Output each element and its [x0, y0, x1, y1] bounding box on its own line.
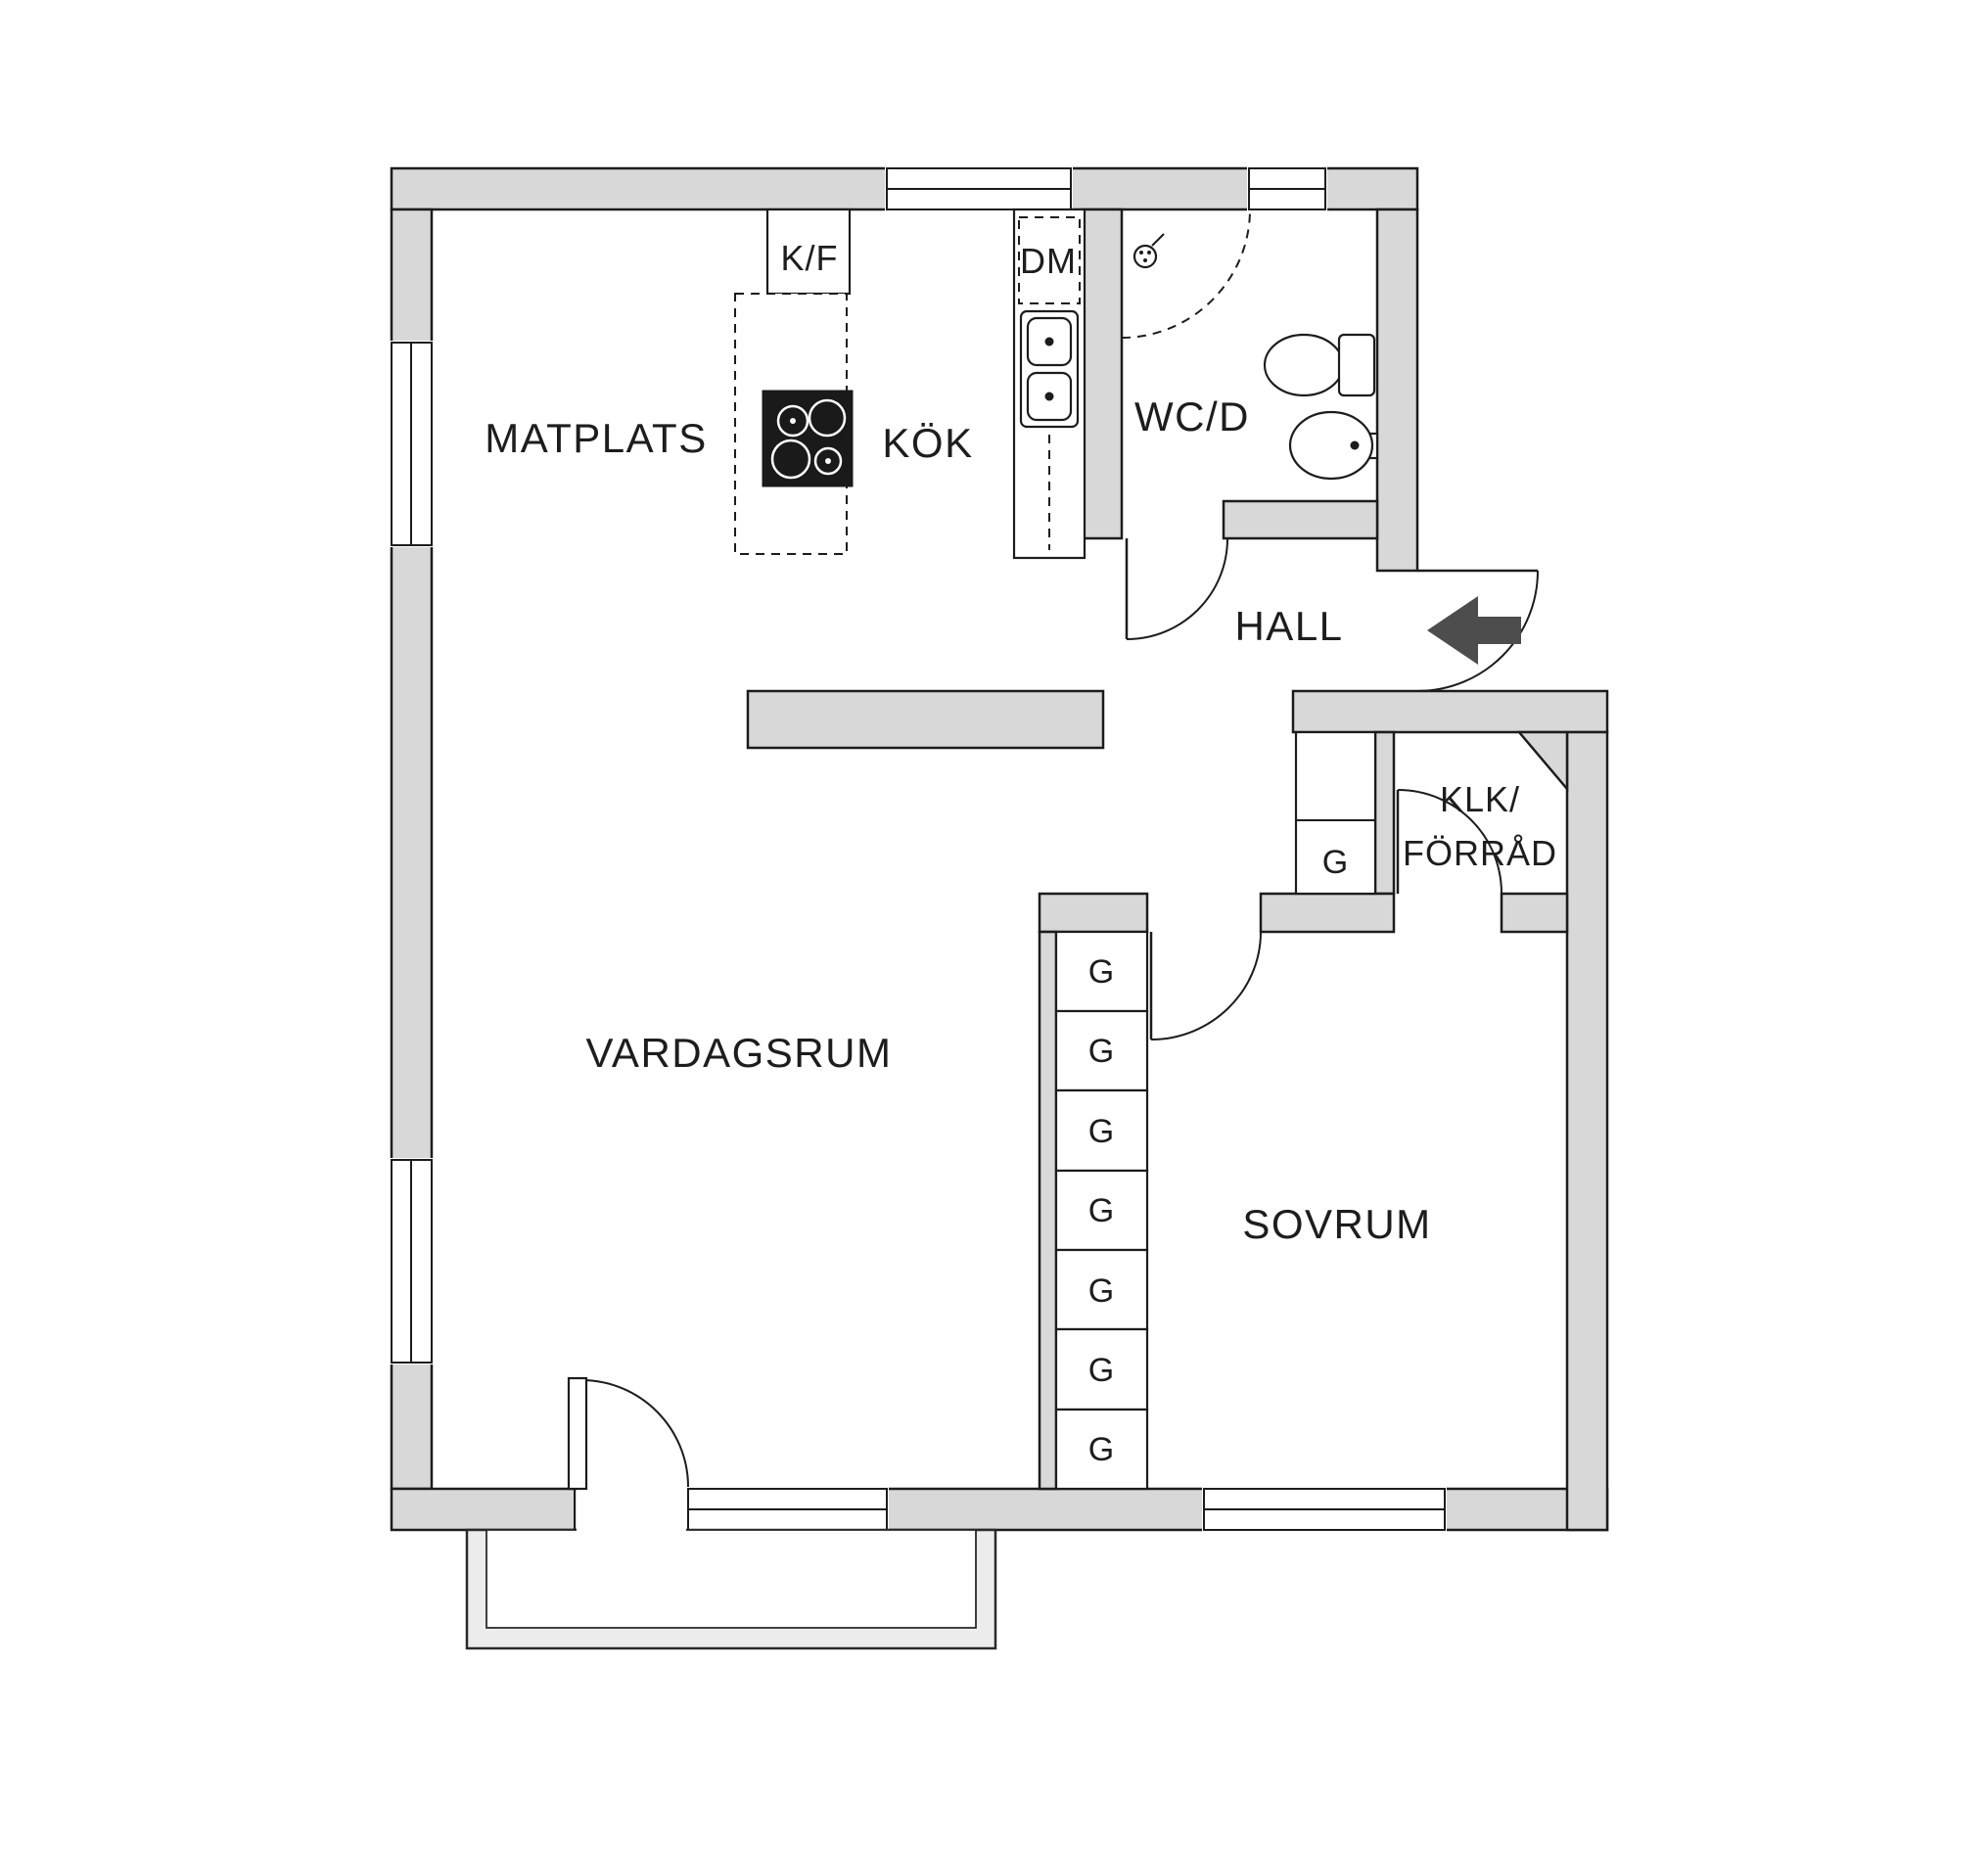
balcony-door	[567, 1376, 689, 1533]
room-label-klk-line1: KLK/	[1440, 779, 1520, 819]
wall-hall-south	[1291, 689, 1609, 734]
klk-chamfer-corner	[1516, 730, 1569, 793]
wall-wardrobe-back	[1038, 930, 1058, 1491]
wardrobe-cell	[1054, 1169, 1149, 1252]
kitchen-island	[746, 689, 1105, 750]
room-label-matplats: MATPLATS	[485, 415, 707, 461]
hall-closet: G	[1294, 730, 1377, 896]
wall-kitchen-wc	[1082, 208, 1124, 540]
wall-right-upper	[1375, 208, 1419, 573]
window-top-wc	[1247, 165, 1327, 212]
bedroom-wardrobes: G G G G G G G	[1054, 930, 1149, 1491]
kitchen-sink	[1019, 309, 1080, 429]
washbasin	[1288, 410, 1379, 481]
window-left-lower	[389, 1158, 435, 1364]
appliance-label-dm: DM	[1020, 241, 1077, 281]
bathroom-fixtures	[1121, 208, 1379, 481]
doors	[567, 537, 1539, 1533]
wall-wc-south	[1222, 499, 1379, 540]
hall-closet-label: G	[1322, 844, 1348, 881]
klk-door	[1396, 789, 1503, 895]
toilet	[1263, 333, 1376, 397]
wall-bedroom-north-1	[1038, 892, 1149, 934]
wall-right-lower	[1565, 730, 1609, 1532]
wardrobe-label: G	[1088, 1272, 1114, 1310]
wardrobe-cell	[1054, 1408, 1149, 1491]
wall-bedroom-north-2	[1259, 892, 1396, 934]
room-labels: MATPLATS KÖK K/F DM WC/D HALL KLK/ FÖRRÅ…	[485, 238, 1557, 1247]
wardrobe-label: G	[1088, 1431, 1114, 1468]
window-bottom-livingroom	[686, 1487, 889, 1532]
balcony	[465, 1528, 997, 1650]
bedroom-door	[1149, 931, 1262, 1041]
kitchen-fixtures	[734, 208, 1086, 560]
wardrobe-cell	[1054, 1088, 1149, 1173]
window-left-upper	[389, 341, 435, 547]
room-label-wcd: WC/D	[1134, 393, 1250, 439]
window-top-kitchen	[885, 165, 1073, 212]
room-label-vardagsrum: VARDAGSRUM	[586, 1030, 893, 1076]
wall-closet-klk	[1373, 730, 1396, 896]
stove	[762, 390, 854, 487]
wardrobe-cell	[1054, 1327, 1149, 1411]
shower-arc	[1121, 208, 1251, 339]
room-label-kok: KÖK	[882, 420, 973, 466]
wardrobe-label: G	[1088, 1192, 1114, 1229]
shower-head-icon	[1133, 233, 1165, 269]
entry-arrow-icon	[1427, 596, 1521, 665]
room-label-sovrum: SOVRUM	[1242, 1201, 1431, 1247]
wardrobe-label: G	[1088, 953, 1114, 991]
wall-bedroom-north-3	[1500, 892, 1569, 934]
wardrobe-cell	[1054, 1248, 1149, 1331]
dishwasher-dashed	[1018, 216, 1081, 304]
wardrobe-cell	[1054, 930, 1149, 1013]
wardrobe-cell	[1054, 1009, 1149, 1092]
appliance-label-kf: K/F	[780, 238, 838, 278]
wardrobe-label: G	[1088, 1033, 1114, 1070]
windows	[389, 165, 1447, 1532]
fridge-freezer-cabinet	[765, 208, 852, 296]
wc-door	[1125, 537, 1228, 640]
room-label-klk-line2: FÖRRÅD	[1403, 833, 1557, 873]
wardrobe-label: G	[1088, 1352, 1114, 1389]
window-bottom-bedroom	[1202, 1487, 1447, 1532]
room-label-hall: HALL	[1234, 603, 1343, 649]
entry-door	[1416, 569, 1539, 692]
wardrobe-label: G	[1088, 1113, 1114, 1150]
